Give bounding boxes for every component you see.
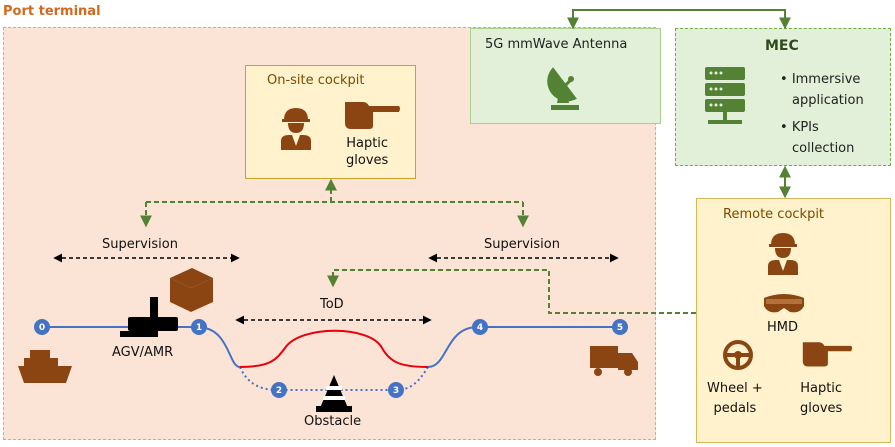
waypoints bbox=[34, 319, 628, 398]
wheel-line2: pedals bbox=[713, 401, 757, 416]
onsite-gloves-label: Haptic gloves bbox=[346, 135, 388, 169]
port-terminal-title: Port terminal bbox=[3, 4, 101, 19]
remote-title: Remote cockpit bbox=[723, 207, 825, 222]
mec-box: MEC • Immersive application • KPIs colle… bbox=[675, 28, 891, 166]
agv-icon bbox=[120, 297, 178, 337]
mec-bullet-2-line2: collection bbox=[792, 141, 855, 156]
hmd-icon bbox=[764, 294, 804, 313]
supervision-left-label: Supervision bbox=[102, 237, 178, 252]
obstacle-label: Obstacle bbox=[304, 414, 362, 429]
mec-bullet-immersive: • Immersive application bbox=[780, 69, 864, 111]
mec-bullet-2-line1: KPIs bbox=[791, 120, 819, 135]
truck-icon bbox=[590, 346, 638, 376]
mec-bullet-kpis: • KPIs collection bbox=[780, 117, 854, 159]
remote-haptic-glove-icon bbox=[802, 342, 853, 367]
server-icon bbox=[705, 67, 745, 124]
operator-icon bbox=[281, 108, 311, 150]
waypoint-labels: 0 1 2 3 4 5 bbox=[39, 323, 623, 396]
mec-bullet-1-line2: application bbox=[792, 93, 864, 108]
path-red-detour bbox=[239, 329, 429, 368]
remote-operator-icon bbox=[768, 233, 798, 275]
mec-bullet-1-line1: Immersive bbox=[791, 72, 861, 87]
onsite-title: On-site cockpit bbox=[267, 73, 365, 88]
package-icon bbox=[170, 268, 213, 312]
waypoint-5: 5 bbox=[617, 323, 623, 333]
waypoint-0: 0 bbox=[39, 323, 45, 333]
waypoint-4: 4 bbox=[477, 323, 483, 333]
remote-tod-link bbox=[327, 269, 696, 314]
agv-label: AGV/AMR bbox=[112, 345, 174, 360]
antenna-title: 5G mmWave Antenna bbox=[485, 37, 628, 52]
onsite-cockpit-box: On-site cockpit Haptic gloves bbox=[245, 65, 416, 179]
obstacle-cone-icon bbox=[316, 375, 352, 412]
remote-cockpit-box: Remote cockpit HMD Wheel + pedals Haptic… bbox=[696, 198, 891, 443]
waypoint-1: 1 bbox=[196, 323, 202, 333]
onsite-gloves-line1: Haptic bbox=[346, 136, 389, 151]
ship-icon bbox=[18, 350, 72, 383]
wheel-pedals-label: Wheel + pedals bbox=[707, 379, 763, 419]
remote-gloves-line1: Haptic bbox=[800, 381, 843, 396]
onsite-gloves-line2: gloves bbox=[346, 153, 389, 168]
antenna-box: 5G mmWave Antenna bbox=[470, 28, 661, 124]
antenna-mec-link bbox=[567, 9, 791, 30]
haptic-glove-icon bbox=[345, 102, 400, 129]
waypoint-2: 2 bbox=[276, 386, 282, 396]
wheel-line1: Wheel + bbox=[707, 381, 763, 396]
supervision-right-label: Supervision bbox=[484, 237, 560, 252]
hmd-label: HMD bbox=[767, 320, 799, 335]
tod-label: ToD bbox=[320, 297, 344, 312]
mec-title: MEC bbox=[765, 38, 799, 54]
steering-wheel-icon bbox=[723, 340, 753, 370]
waypoint-3: 3 bbox=[393, 386, 399, 396]
onsite-supervision-links bbox=[140, 178, 529, 228]
remote-gloves-label: Haptic gloves bbox=[800, 379, 842, 419]
satellite-dish-icon bbox=[547, 67, 579, 110]
remote-gloves-line2: gloves bbox=[800, 401, 843, 416]
